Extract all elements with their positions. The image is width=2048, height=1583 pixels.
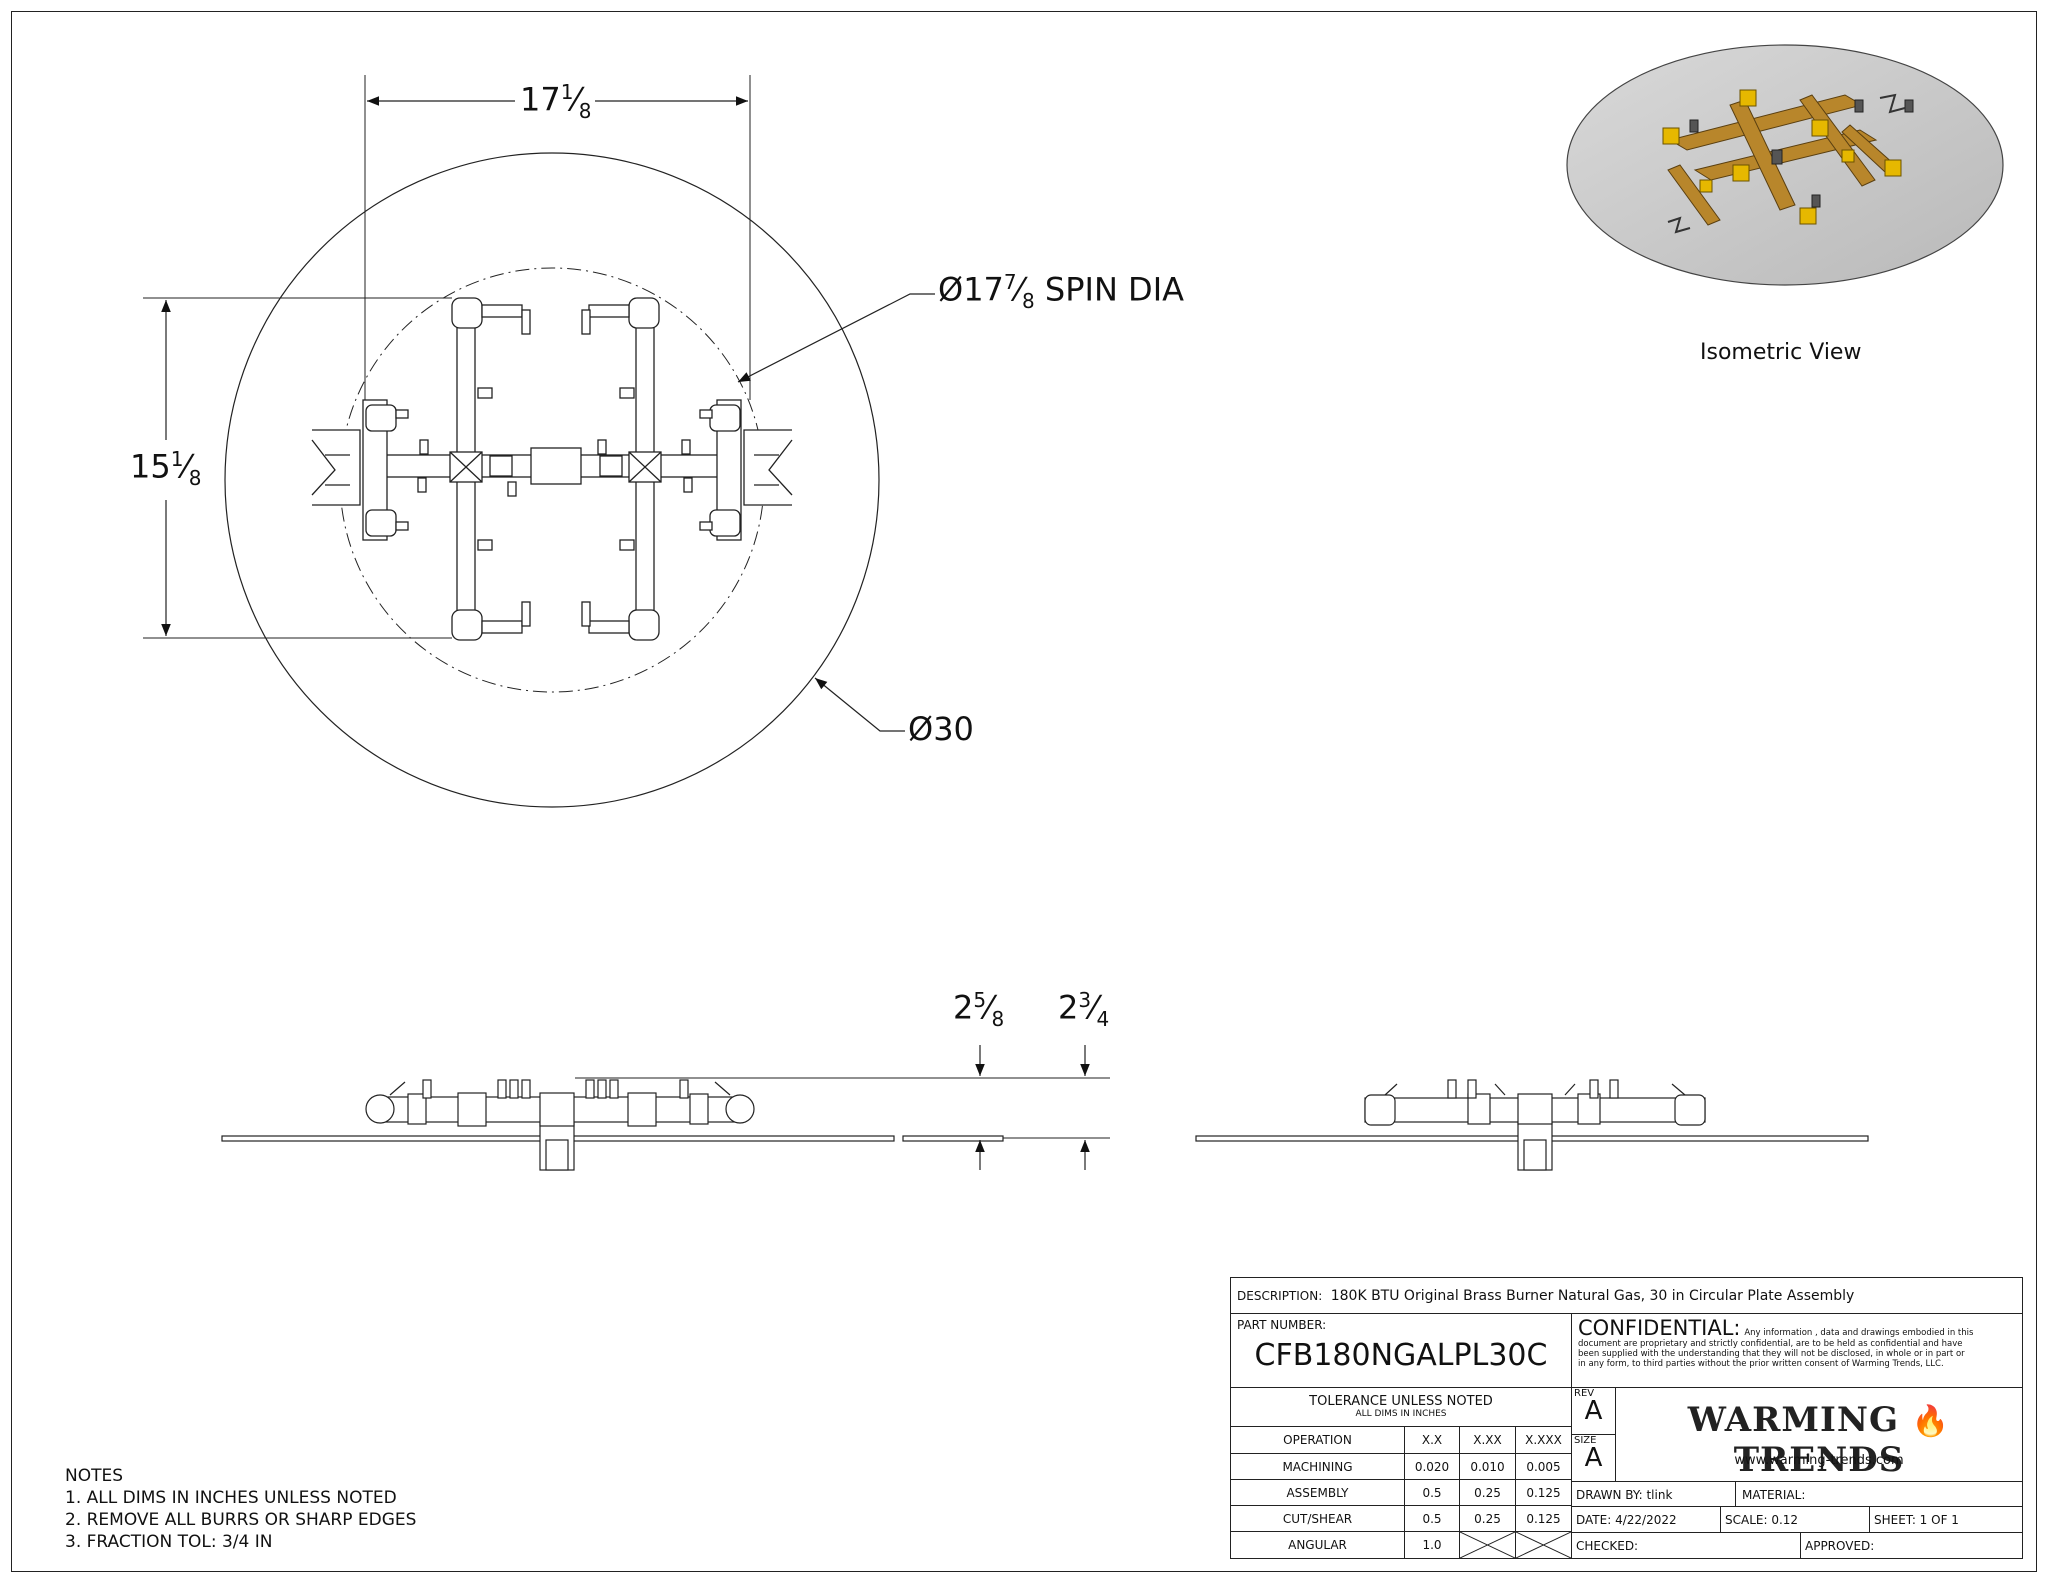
angular-xxxx-empty [1515,1531,1572,1559]
dim-plate-diameter: Ø30 [908,710,974,748]
flame-icon: 🔥 [1911,1404,1951,1439]
description-text: 180K BTU Original Brass Burner Natural G… [1330,1288,1855,1304]
isometric-view [1566,44,2004,286]
burner-assembly [311,297,793,641]
note-item: 1. ALL DIMS IN INCHES UNLESS NOTED [65,1488,397,1508]
dim-h2: 23⁄4 [1058,988,1110,1032]
part-number-cell: PART NUMBER: CFB180NGALPL30C [1230,1313,1572,1388]
notes: NOTES 1. ALL DIMS IN INCHES UNLESS NOTED… [65,1465,416,1553]
note-item: 3. FRACTION TOL: 3/4 IN [65,1532,273,1552]
tolerance-header: TOLERANCE UNLESS NOTED ALL DIMS IN INCHE… [1230,1387,1572,1427]
front-view-left [221,1079,1004,1171]
note-item: 2. REMOVE ALL BURRS OR SHARP EDGES [65,1510,417,1530]
rev-cell: REV A [1571,1387,1616,1435]
dim-spin-diameter: Ø177⁄8 SPIN DIA [938,270,1185,314]
angular-xxx-empty [1459,1531,1516,1559]
date: DATE: 4/22/2022 [1571,1506,1721,1533]
confidential-cell: CONFIDENTIAL: Any information , data and… [1571,1313,2023,1388]
notes-title: NOTES [65,1466,124,1486]
isometric-view-label: Isometric View [1700,340,1862,365]
checked: CHECKED: [1571,1532,1801,1559]
description-cell: DESCRIPTION: 180K BTU Original Brass Bur… [1230,1277,2023,1314]
title-block: DESCRIPTION: 180K BTU Original Brass Bur… [1230,1277,2023,1561]
logo-cell: WARMING 🔥 TRENDS www.warming-trends.com [1615,1387,2023,1482]
front-view-right [1195,1079,1869,1171]
material: MATERIAL: [1735,1481,2023,1507]
company-logo: WARMING 🔥 TRENDS [1687,1400,1951,1480]
confidential-title: CONFIDENTIAL: [1578,1316,1741,1340]
approved: APPROVED: [1800,1532,2023,1559]
website: www.warming-trends.com [1734,1453,1904,1468]
dim-height: 151⁄8 [130,447,202,491]
height-dimensions [575,1045,1110,1170]
size-cell: SIZE A [1571,1434,1616,1482]
drawn-by: DRAWN BY: tlink [1571,1481,1736,1507]
scale: SCALE: 0.12 [1720,1506,1870,1533]
part-number: CFB180NGALPL30C [1254,1338,1548,1373]
plate-outline [224,152,880,808]
sheet: SHEET: 1 OF 1 [1869,1506,2023,1533]
top-view [143,75,935,808]
drawing-sheet-border [11,11,2037,1572]
dim-h1: 25⁄8 [953,988,1005,1032]
dim-top-width: 171⁄8 [520,80,592,124]
